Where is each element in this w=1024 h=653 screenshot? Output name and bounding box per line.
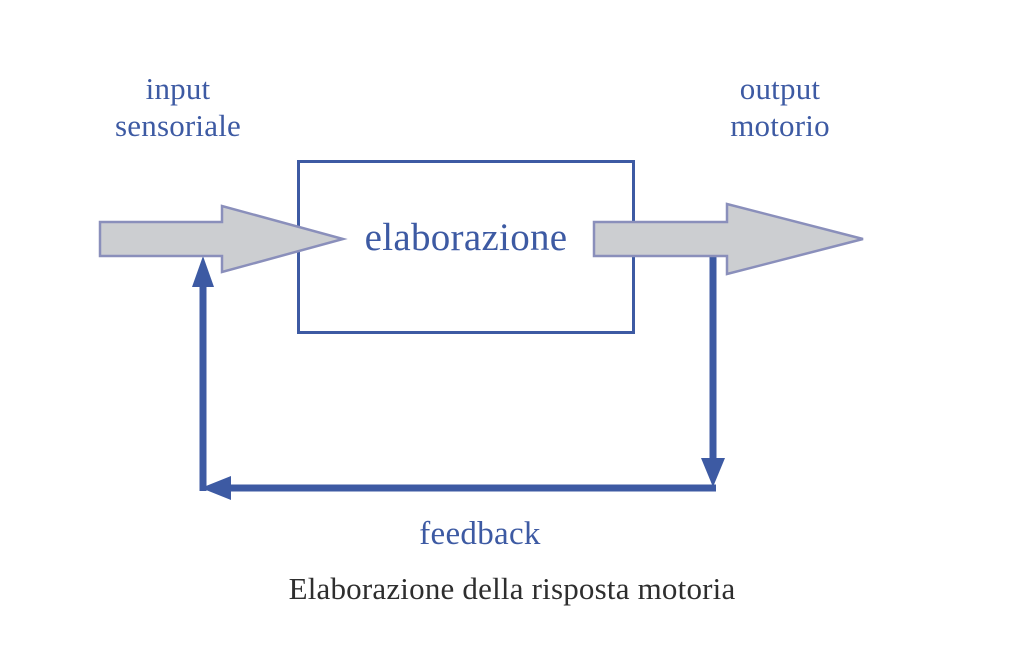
label-input-line1: input (145, 71, 211, 106)
label-input-line2: sensoriale (115, 107, 241, 143)
feedback-down-arrowhead (701, 458, 725, 487)
caption-title: Elaborazione della risposta motoria (288, 571, 736, 606)
feedback-left-arrowhead (201, 476, 231, 500)
label-feedback: feedback (419, 516, 541, 552)
input-block-arrow (98, 204, 348, 274)
feedback-up-arrowhead (192, 256, 214, 287)
process-box (297, 160, 635, 334)
feedback-connector (192, 239, 725, 500)
label-elaborazione: elaborazione (364, 216, 568, 259)
output-block-arrow (592, 202, 864, 276)
label-output-line2: motorio (730, 107, 830, 143)
label-output-line1: output (739, 71, 821, 106)
